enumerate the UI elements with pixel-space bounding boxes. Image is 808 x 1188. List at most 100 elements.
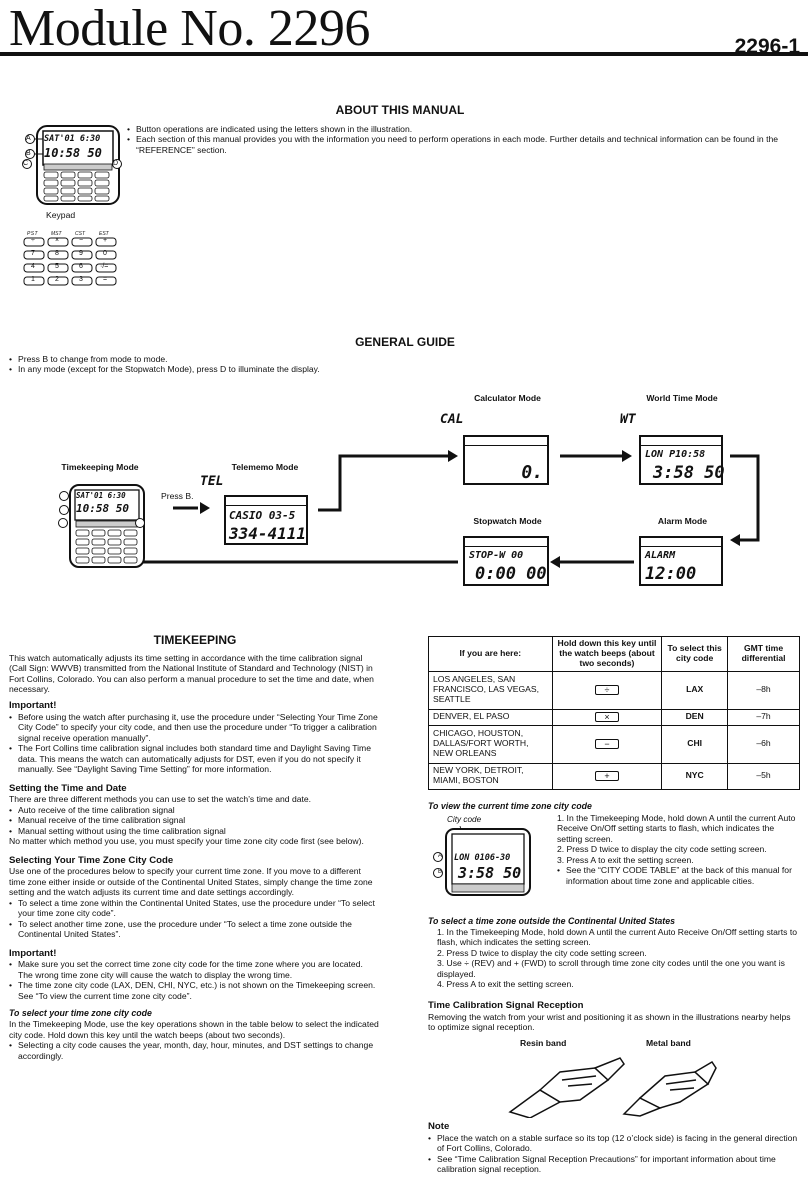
select-bullet: To select another time zone, use the pro… (9, 919, 379, 940)
stopwatch-line1: STOP-W 00 (469, 550, 524, 561)
button-d-label: D (113, 160, 119, 167)
about-bullet: Button operations are indicated using th… (127, 124, 793, 135)
view-lcd-bottom: 3:58 50 (458, 864, 522, 882)
keypad-key: 6 (79, 263, 83, 270)
important2-bullets: Make sure you set the correct time zone … (9, 959, 379, 1001)
alarm-mode-label: Alarm Mode (657, 516, 708, 526)
zone-code: NYC (661, 762, 729, 790)
metal-band-watch (622, 1060, 717, 1117)
important2-bullet: The time zone city code (LAX, DEN, CHI, … (9, 980, 379, 1001)
keypad-key: 1 (31, 276, 35, 283)
select-zone-bullets: Selecting a city code causes the year, m… (9, 1040, 379, 1061)
keypad-top-label: PST (27, 231, 38, 237)
alarm-line1: ALARM (645, 550, 676, 561)
keypad-key: 9 (79, 250, 83, 257)
outside-step: 4. Press A to exit the setting screen. (437, 979, 574, 990)
keypad-key: ÷ (31, 237, 35, 244)
about-bullet: Each section of this manual provides you… (127, 134, 793, 155)
header-rule (0, 52, 808, 56)
table-row: DENVER, EL PASO × DEN –7h (428, 708, 800, 726)
outside-title: To select a time zone outside the Contin… (428, 916, 675, 926)
mode-diagram: Timekeeping Mode Telememo Mode Calculato… (0, 388, 808, 598)
setting-outro: No matter which method you use, you must… (9, 836, 364, 847)
timekeeping-intro: This watch automatically adjusts its tim… (9, 653, 374, 695)
view-note: See the “CITY CODE TABLE” at the back of… (557, 865, 798, 886)
keypad-key: − (79, 237, 84, 244)
zone-gmt: –6h (727, 724, 800, 764)
lcd-status-bar (641, 437, 721, 446)
timekeeping-watch-icon (58, 484, 145, 568)
zone-table: If you are here: Hold down this key unti… (428, 636, 800, 790)
setting-bullet: Auto receive of the time calibration sig… (9, 805, 379, 816)
keypad-key: = (103, 276, 108, 283)
keypad-key: 4 (31, 263, 35, 270)
keypad-top-label: EST (99, 231, 109, 237)
guide-bullets: Press B to change from mode to mode. In … (9, 354, 609, 375)
note-bullet: See “Time Calibration Signal Reception P… (428, 1154, 800, 1175)
setting-title: Setting the Time and Date (9, 782, 127, 794)
reception-title: Time Calibration Signal Reception (428, 1000, 584, 1011)
alarm-display: ALARM 12:00 (639, 536, 723, 586)
important2-bullet: Make sure you set the correct time zone … (9, 959, 379, 980)
keypad-label: Keypad (46, 210, 76, 220)
select-zone-bullet: Selecting a city code causes the year, m… (9, 1040, 379, 1061)
outside-step: 3. Use ÷ (REV) and + (FWD) to scroll thr… (437, 958, 785, 979)
telememo-mode-label: Telememo Mode (231, 462, 299, 472)
stopwatch-mode-label: Stopwatch Mode (473, 516, 542, 526)
resin-band-label: Resin band (520, 1038, 567, 1048)
important-bullet: Before using the watch after purchasing … (9, 712, 379, 743)
zone-table-header: If you are here: Hold down this key unti… (428, 636, 800, 672)
watch-top-display: SAT'01 6:30 (44, 134, 101, 144)
guide-bullet: In any mode (except for the Stopwatch Mo… (9, 364, 609, 375)
worldtime-display: LON P10:58 3:58 50 (639, 435, 725, 485)
worldtime-line2: 3:58 50 (653, 463, 725, 483)
important-title: Important! (9, 699, 57, 711)
keypad-key: × (55, 237, 60, 244)
setting-intro: There are three different methods you ca… (9, 794, 312, 805)
timekeeping-heading: TIMEKEEPING (153, 633, 237, 647)
view-code-title: To view the current time zone city code (428, 801, 592, 811)
band-illustrations (508, 1057, 717, 1118)
zone-gmt: –8h (727, 670, 800, 710)
reception-text: Removing the watch from your wrist and p… (428, 1011, 791, 1033)
important2-title: Important! (9, 947, 57, 959)
table-row: NEW YORK, DETROIT, MIAMI, BOSTON + NYC –… (428, 762, 800, 790)
setting-bullets: Auto receive of the time calibration sig… (9, 805, 379, 837)
note-bullet: Place the watch on a stable surface so i… (428, 1133, 800, 1154)
tel-mode-tag: TEL (200, 474, 224, 489)
outside-step: 1. In the Timekeeping Mode, hold down A … (437, 926, 798, 948)
note-title: Note (428, 1121, 450, 1132)
zone-code: CHI (661, 724, 729, 764)
outside-step: 2. Press D twice to display the city cod… (437, 947, 647, 958)
zone-gmt: –5h (727, 762, 800, 790)
module-title: Module No. 2296 (9, 0, 370, 57)
button-c-label: C (23, 160, 29, 167)
view-step: 2. Press D twice to display the city cod… (557, 844, 767, 855)
select-zone-text: In the Timekeeping Mode, use the key ope… (9, 1019, 379, 1040)
alarm-line2: 12:00 (645, 564, 697, 584)
minus-key-icon: − (594, 738, 619, 749)
select-intro: Use one of the procedures below to speci… (9, 866, 373, 898)
wt-mode-tag: WT (620, 412, 636, 427)
guide-bullet: Press B to change from mode to mode. (9, 354, 609, 365)
divide-key-icon: ÷ (594, 684, 619, 695)
select-bullet: To select a time zone within the Contine… (9, 898, 379, 919)
zone-gmt: –7h (727, 708, 800, 726)
lcd-status-bar (465, 437, 547, 446)
calculator-value: 0. (521, 462, 543, 483)
table-row: CHICAGO, HOUSTON, DALLAS/FORT WORTH, NEW… (428, 724, 800, 764)
keypad-key: 5 (55, 263, 59, 270)
zone-place: CHICAGO, HOUSTON, DALLAS/FORT WORTH, NEW… (428, 724, 553, 764)
view-step: 3. Press A to exit the setting screen. (557, 854, 694, 865)
setting-bullet: Manual setting without using the time ca… (9, 826, 379, 837)
calculator-mode-label: Calculator Mode (474, 393, 541, 403)
zone-header-key: Hold down this key until the watch beeps… (551, 636, 663, 672)
city-code-label: City code (447, 815, 482, 824)
zone-place: LOS ANGELES, SAN FRANCISCO, LAS VEGAS, S… (428, 670, 553, 710)
select-title: Selecting Your Time Zone City Code (9, 854, 174, 866)
zone-code: DEN (661, 708, 729, 726)
outside-steps: 1. In the Timekeeping Mode, hold down A … (428, 927, 800, 990)
button-a-label: A (26, 135, 31, 142)
important-bullets: Before using the watch after purchasing … (9, 712, 379, 775)
stopwatch-display: STOP-W 00 0:00 00 (463, 536, 549, 586)
